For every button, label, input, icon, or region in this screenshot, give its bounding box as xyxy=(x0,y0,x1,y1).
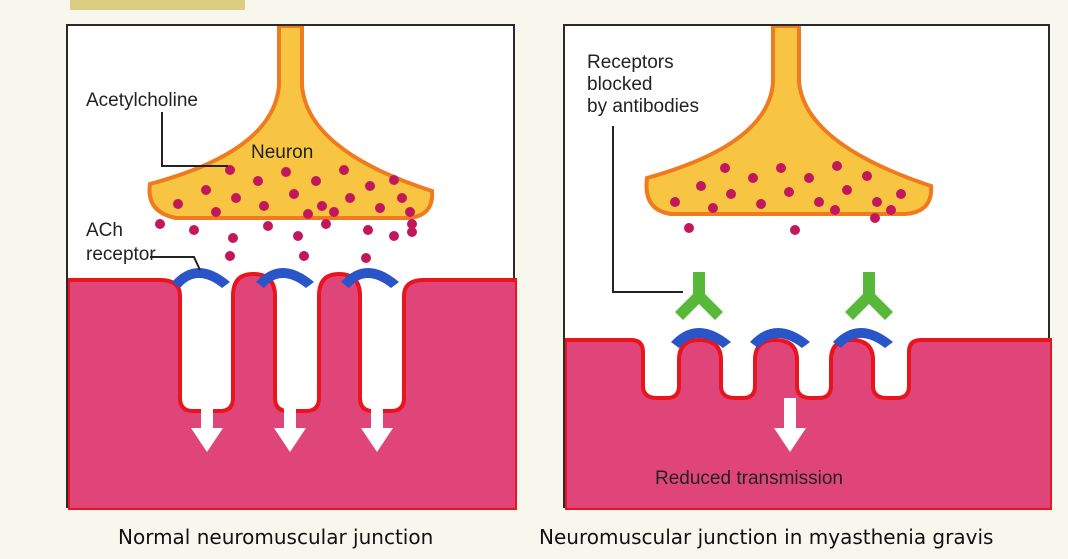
header-title-fragment xyxy=(70,0,245,10)
normal-junction-caption: Normal neuromuscular junction xyxy=(118,525,433,549)
myasthenia-caption: Neuromuscular junction in myasthenia gra… xyxy=(539,525,993,549)
blocked-label: blocked xyxy=(587,74,653,95)
neuron-terminal xyxy=(150,26,433,218)
ach-label: ACh xyxy=(86,220,123,241)
ach-receptor-leader xyxy=(150,257,200,270)
acetylcholine-label: Acetylcholine xyxy=(86,90,198,111)
receptor-label: receptor xyxy=(86,244,156,265)
normal-junction-diagram: Acetylcholine Neuron ACh receptor xyxy=(68,26,517,510)
antibodies xyxy=(675,272,893,320)
myasthenia-junction-panel: Receptors blocked by antibodies Reduced … xyxy=(563,24,1050,508)
neuron-terminal xyxy=(647,26,932,214)
receptors-label: Receptors xyxy=(587,52,674,73)
by-antibodies-label: by antibodies xyxy=(587,96,699,117)
normal-junction-panel: Acetylcholine Neuron ACh receptor xyxy=(66,24,515,508)
myasthenia-junction-diagram: Receptors blocked by antibodies Reduced … xyxy=(565,26,1052,510)
muscle-tissue xyxy=(68,274,517,510)
ach-receptors xyxy=(172,268,399,288)
neuron-label: Neuron xyxy=(251,142,313,163)
reduced-transmission-label: Reduced transmission xyxy=(655,468,843,489)
